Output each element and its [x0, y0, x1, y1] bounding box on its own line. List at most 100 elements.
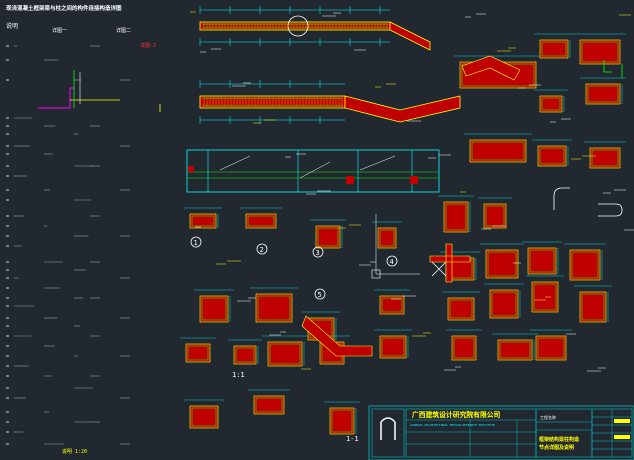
notes-column: [6, 45, 161, 445]
concrete-detail: [485, 249, 519, 279]
rebar-cage: [541, 97, 561, 111]
concrete-detail: [531, 281, 559, 313]
rebar-cage: [257, 295, 291, 321]
rebar-cage: [235, 347, 255, 363]
rebar-cage: [381, 297, 403, 313]
concrete-detail: [579, 291, 607, 323]
detail-drawings: [180, 6, 634, 435]
rebar-cage: [191, 407, 217, 427]
sloped-beam-detail: [301, 315, 373, 357]
sheet-title: 现浇混凝土框架梁与柱之间的构件连接构造详图: [6, 4, 122, 12]
detail-label-b: 详图二: [116, 27, 131, 34]
company-name-cn: 广西建筑设计研究院有限公司: [412, 410, 501, 419]
rebar-cage: [187, 345, 209, 361]
concrete-detail: [185, 343, 211, 363]
concrete-detail: [527, 247, 557, 275]
rebar-cage: [255, 397, 283, 413]
concrete-detail: [569, 249, 601, 281]
detail-red-label: 详图-2: [140, 42, 156, 49]
concrete-detail: [329, 407, 355, 435]
rebar-cage: [571, 251, 599, 279]
rebar-cage: [537, 337, 565, 359]
rebar-cage: [445, 203, 467, 231]
concrete-detail: [469, 139, 527, 163]
rebar-cage: [453, 337, 475, 359]
concrete-detail: [589, 147, 621, 169]
rebar-cage: [529, 249, 555, 273]
column-node: [188, 166, 194, 172]
concrete-detail: [443, 201, 469, 233]
detail-callout: [287, 15, 309, 37]
joint-cross-detail: [429, 243, 471, 283]
svg-text:3: 3: [316, 249, 320, 257]
concrete-detail: [537, 145, 567, 167]
svg-text:4: 4: [390, 258, 394, 266]
beam-elevation-1: [199, 21, 391, 31]
rebar-cage: [317, 227, 339, 247]
column-leader: [219, 155, 396, 179]
concrete-detail: [585, 83, 621, 105]
project-label: 工程名称: [540, 414, 556, 420]
concrete-detail: [535, 335, 567, 361]
circle-label-2: 2: [256, 243, 268, 255]
concrete-detail: [483, 203, 507, 229]
circle-label-5: 5: [314, 288, 326, 300]
concrete-detail: [315, 225, 341, 249]
rebar-cage: [331, 409, 353, 433]
concrete-detail: [451, 335, 477, 361]
concrete-detail: [233, 345, 257, 365]
rebar-cage: [591, 149, 619, 167]
rebar-cage: [379, 229, 395, 247]
concrete-detail: [377, 227, 397, 249]
rebar-cage: [541, 41, 567, 57]
title-block: 广西建筑设计研究院有限公司 GUANGXI ARCHITECTURAL DESI…: [368, 405, 634, 460]
svg-text:5: 5: [318, 291, 322, 299]
rebar-cage: [449, 299, 473, 319]
concrete-detail: [245, 213, 277, 229]
rebar-cage: [269, 343, 301, 365]
concrete-detail: [447, 297, 475, 321]
rebar-cage: [487, 251, 517, 277]
concrete-detail: [579, 39, 621, 65]
column-node: [410, 176, 418, 184]
svg-text:1: 1: [194, 239, 198, 247]
rebar-cage: [533, 283, 557, 311]
rebar-cage: [247, 215, 275, 227]
circle-label-1: 1: [190, 236, 202, 248]
section-label-1: 1:1: [232, 371, 245, 379]
drawing-name-line2: 节点详图及说明: [539, 444, 574, 451]
hook-detail: [603, 60, 623, 78]
concrete-detail: [497, 339, 533, 361]
concrete-detail: [189, 405, 219, 429]
svg-text:2: 2: [260, 246, 264, 254]
joint-cross-mark: [431, 261, 447, 277]
concrete-detail: [267, 341, 303, 367]
concrete-detail: [539, 39, 569, 59]
circle-label-4: 4: [386, 255, 398, 267]
concrete-detail: [189, 213, 217, 229]
rebar-cage: [581, 41, 619, 63]
company-logo-icon: [380, 417, 396, 440]
hook-detail: [598, 203, 623, 217]
concrete-detail: [489, 289, 519, 319]
note-title: 说明: [6, 22, 18, 30]
beam-1-slope: [389, 21, 431, 51]
rebar-cage: [381, 337, 405, 357]
concrete-detail: [253, 395, 285, 415]
beam-2-haunch: [344, 95, 461, 123]
bottom-note: 说明 1:20: [62, 448, 87, 455]
concrete-detail: [379, 295, 405, 315]
rebar-cage: [499, 341, 531, 359]
drawing-name-line1: 框架结构梁柱构造: [539, 436, 580, 443]
magenta-detail: [38, 70, 120, 109]
rebar-cage: [471, 141, 525, 161]
column-node: [346, 176, 354, 184]
circle-label-3: 3: [312, 246, 324, 258]
detail-label-a: 详图一: [52, 27, 67, 34]
column-elevation: [186, 149, 440, 193]
concrete-detail: [199, 295, 229, 323]
rebar-cage: [201, 297, 227, 321]
rebar-cage: [581, 293, 605, 321]
